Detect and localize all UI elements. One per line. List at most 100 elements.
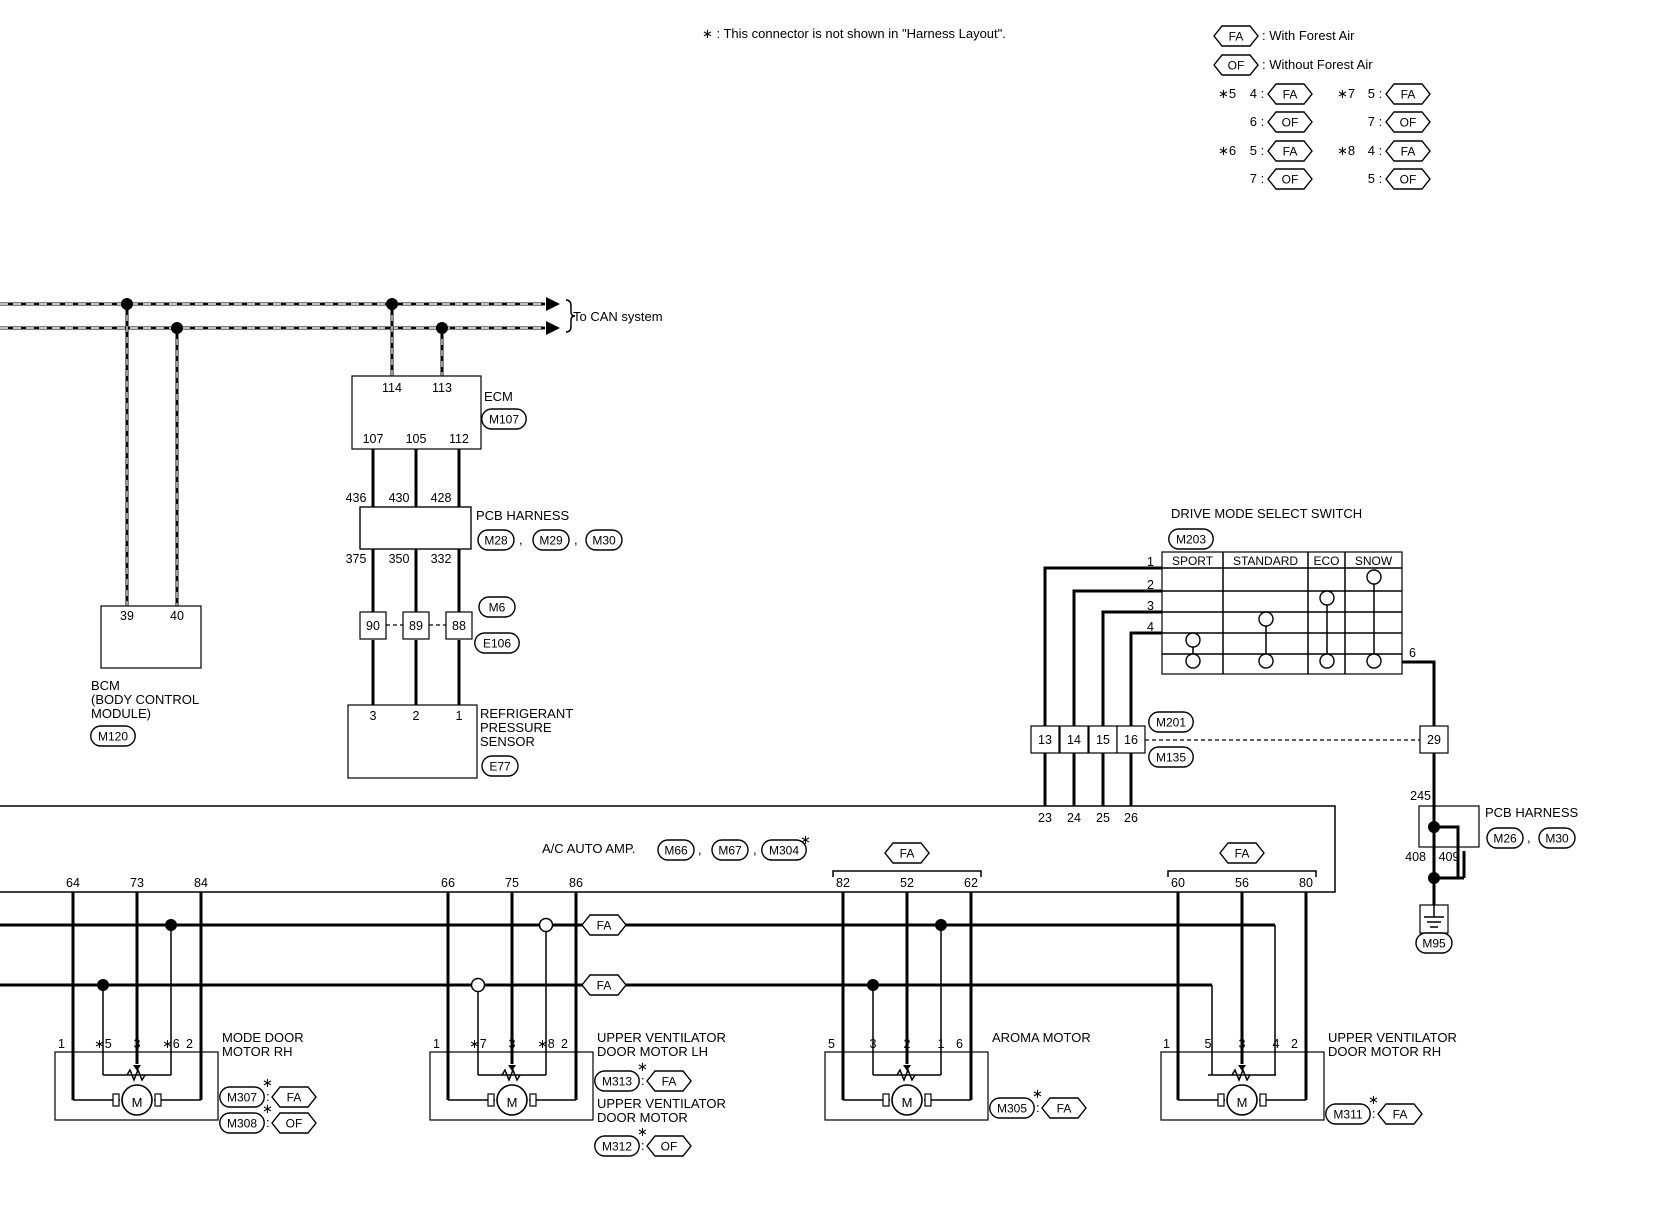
variant-pin-3-0: 4 : [1368,143,1382,158]
variant-mark-1: ∗7 [1337,86,1355,101]
pcb2-conn-0-label: M26 [1493,832,1517,846]
splice-dot [165,919,177,931]
dms-connector [1168,528,1214,550]
motor-1-tag-1-label: OF [661,1140,678,1154]
pcb1-bot-332: 332 [431,552,452,566]
motor-1-pin-4: 2 [561,1037,568,1051]
motor-1-name2-0: UPPER VENTILATOR [597,1096,726,1111]
variant-pin-1-0: 5 : [1368,86,1382,101]
motor-1-brush-l [487,1093,495,1107]
junction-box-89 [402,611,430,640]
ecm-pin-113: 113 [432,381,452,395]
bus-tag-a-label: FA [597,919,612,933]
motor-3-name-1: DOOR MOTOR RH [1328,1044,1441,1059]
motor-0-conn-star-1: ∗ [262,1101,273,1116]
can-arrow [546,321,560,335]
motor-0-tag-1-label: OF [286,1117,303,1131]
pcb1-top-436: 436 [346,491,367,505]
pcb2-comma: , [1527,830,1531,845]
fa-group-tag-2-label: FA [900,847,915,861]
junction-conn-e106-label: E106 [483,637,511,651]
pcb1-conn-2-label: M30 [592,534,616,548]
pcb2-pin-409: 409 [1439,850,1460,864]
amp-pin-80: 80 [1299,876,1313,890]
dms-pin-1: 1 [1147,555,1154,569]
fa-bracket-3 [1167,870,1317,877]
variant-tag-2-1-label: OF [1282,173,1299,187]
pcb1-top-428: 428 [431,491,452,505]
pcb2-pin-245: 245 [1410,789,1431,803]
fa-group-tag-3-label: FA [1235,847,1250,861]
switch-contact [1319,590,1335,606]
motor-0-conn-1 [219,1112,265,1134]
motor-2-pin-4: 6 [956,1037,963,1051]
ecm-connector [481,408,527,430]
variant-tag-1-0 [1385,83,1431,105]
ecm-pin-114: 114 [382,381,402,395]
motor-0-brush-l [112,1093,120,1107]
dms-inline-pin-15: 15 [1096,733,1110,747]
motor-3-symbol [1226,1084,1258,1116]
motor-3-name-0: UPPER VENTILATOR [1328,1030,1457,1045]
motor-3-conn-star-0: ∗ [1368,1092,1379,1107]
legend-fa-text: : With Forest Air [1262,28,1355,43]
motor-0-wiper [133,1065,141,1071]
motor-2-brush-l [882,1093,890,1107]
fa-group-tag-3 [1219,842,1265,864]
motor-1-name-0: UPPER VENTILATOR [597,1030,726,1045]
switch-contact [1258,653,1274,669]
variant-tag-3-0-label: FA [1401,145,1416,159]
pcb2-conn-1-label: M30 [1545,832,1569,846]
fa-group-tag-2 [884,842,930,864]
motor-1-tag-1 [646,1135,692,1157]
variant-tag-1-1-label: OF [1400,116,1417,130]
pcb2-pin-408: 408 [1405,850,1426,864]
switch-contact [1185,632,1201,648]
motor-0-conn-0-label: M307 [227,1091,257,1105]
switch-contact [1185,653,1201,669]
splice-dot [121,298,133,310]
pcb1-outline [359,506,472,550]
amp-dms-pin-25: 25 [1096,811,1110,825]
pcb1-top-430: 430 [389,491,410,505]
motor-1-pin-0: 1 [433,1037,440,1051]
motor-1-symbol [496,1084,528,1116]
motor-2-pin-0: 5 [828,1037,835,1051]
variant-tag-0-0 [1267,83,1313,105]
dms-inline-pin-16: 16 [1124,733,1138,747]
variant-tag-1-0-label: FA [1401,88,1416,102]
motor-2-conn-0 [989,1097,1035,1119]
variant-pin-1-1: 7 : [1368,114,1382,129]
amp-conn-0-label: M66 [664,844,688,858]
variant-pin-3-1: 5 : [1368,171,1382,186]
motor-3-resistor [1231,1067,1251,1083]
sensor-pin-3: 3 [370,709,377,723]
sensor-box [347,704,478,779]
dms-inline-pin-13: 13 [1038,733,1052,747]
amp-star: ∗ [800,832,811,847]
motor-0-name-0: MODE DOOR [222,1030,304,1045]
amp-dms-pin-23: 23 [1038,811,1052,825]
motor-3-m: M [1237,1095,1248,1110]
splice-dot [436,322,448,334]
motor-1-conn-1-label: M312 [602,1140,632,1154]
motor-3-pin-4: 2 [1291,1037,1298,1051]
pcb1-conn-0-label: M28 [484,534,508,548]
dms-col-standard: STANDARD [1233,554,1298,568]
motor-2-m: M [902,1095,913,1110]
bcm-pin-39: 39 [120,609,134,623]
variant-mark-0: ∗5 [1218,86,1236,101]
variant-pin-2-1: 7 : [1250,171,1264,186]
legend-fa-tag-label: FA [1229,30,1244,44]
open-splice [470,977,486,993]
pcb1-conn-1 [532,529,570,551]
variant-tag-0-1 [1267,111,1313,133]
pcb1-label: PCB HARNESS [476,508,570,523]
switch-contact [1319,653,1335,669]
pcb2-conn-0 [1486,827,1524,849]
amp-comma-0: , [698,842,702,857]
junction-box-90 [359,611,387,640]
bcm-box [100,605,202,669]
harness-layout-note: ∗ : This connector is not shown in "Harn… [702,26,1006,41]
amp-label: A/C AUTO AMP. [542,841,635,856]
